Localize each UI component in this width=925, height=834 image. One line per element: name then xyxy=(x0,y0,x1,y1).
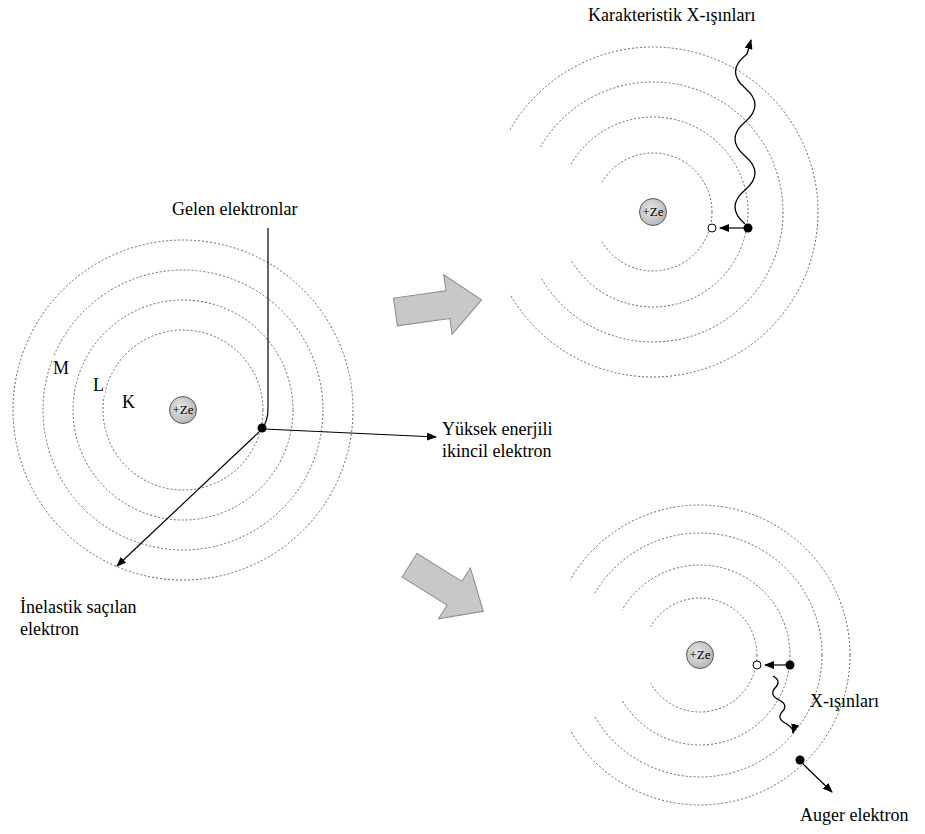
incident-label: Gelen elektronlar xyxy=(172,198,297,220)
electron-shells xyxy=(13,240,353,580)
shell-letter: M xyxy=(52,357,70,379)
transition-arrow xyxy=(765,664,786,665)
secondary-electron-arrow xyxy=(264,429,436,437)
nucleus-circle: +Ze xyxy=(639,198,667,226)
nucleus-circle: +Ze xyxy=(686,641,714,669)
scattered-electron-arrow xyxy=(117,432,259,566)
electron-dot xyxy=(744,224,753,233)
nucleus-charge: +Ze xyxy=(689,648,710,662)
auger-label: Auger elektron xyxy=(800,804,908,826)
block-arrow xyxy=(394,540,500,637)
electron-shells xyxy=(550,505,850,805)
incoming-electron-path xyxy=(262,228,268,428)
x-ray-wave xyxy=(735,40,755,224)
electron-dot xyxy=(258,424,267,433)
electron-hole xyxy=(708,224,716,232)
shell-letter: K xyxy=(121,391,136,413)
scattered-electron-label: İnelastik saçılan elektron xyxy=(20,596,170,640)
x-ray-wave xyxy=(773,676,793,733)
block-arrow xyxy=(391,270,486,342)
electron-hole xyxy=(753,661,761,669)
nucleus-charge: +Ze xyxy=(642,205,663,219)
auger-electron-dot xyxy=(796,756,805,765)
x-ray-label: X-ışınları xyxy=(810,690,879,712)
electron-dot xyxy=(786,661,795,670)
auger-electron-arrow xyxy=(803,764,832,792)
nucleus-circle: +Ze xyxy=(169,396,197,424)
secondary-electron-label: Yüksek enerjili ikincil elektron xyxy=(442,418,602,462)
transition-arrow xyxy=(720,227,744,228)
x-ray-label: Karakteristik X-ışınları xyxy=(588,4,755,26)
nucleus-charge: +Ze xyxy=(172,403,193,417)
electron-shells xyxy=(488,47,818,377)
shell-letter: L xyxy=(92,374,105,396)
